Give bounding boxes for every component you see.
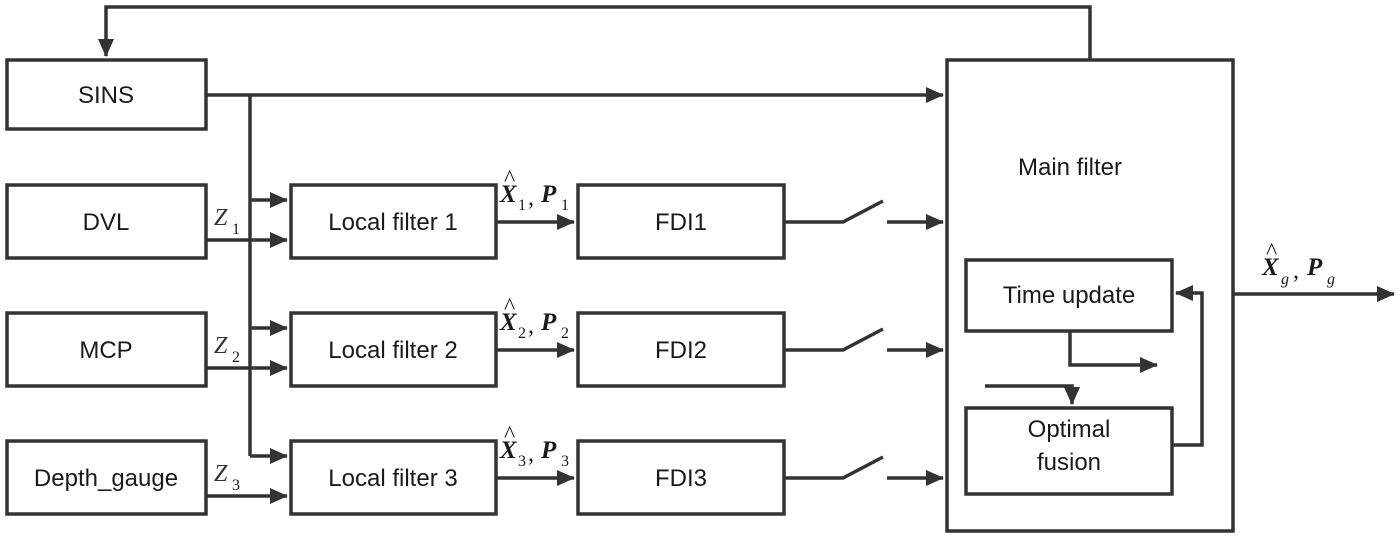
time-update-block: Time update [964, 258, 1174, 333]
switch-1 [784, 199, 944, 230]
svg-text:^: ^ [504, 294, 515, 320]
fdi1-label: FDI1 [655, 209, 707, 236]
fdi2-label: FDI2 [655, 337, 707, 364]
svg-text:Z: Z [214, 333, 228, 359]
svg-text:P: P [540, 309, 557, 336]
svg-text:^: ^ [504, 166, 515, 192]
feedback-wire [98, 5, 1092, 60]
optimal-fusion-label-line2: fusion [1037, 449, 1101, 476]
local-filter-1-label: Local filter 1 [328, 209, 457, 236]
local-filter-2-block: Local filter 2 [289, 311, 498, 388]
local-filter-2-label: Local filter 2 [328, 337, 457, 364]
mcp-block: MCP [5, 311, 208, 388]
svg-text:Z: Z [214, 205, 228, 231]
fdi1-block: FDI1 [576, 183, 786, 260]
time-update-out-wire [1068, 331, 1158, 373]
z3-label: Z 3 [214, 461, 240, 494]
optimal-fusion-block: Optimal fusion [964, 406, 1174, 496]
dvl-label: DVL [83, 209, 130, 236]
svg-text:1: 1 [232, 221, 240, 238]
estimate-2-label: X ^ 2 , P 2 [499, 294, 569, 342]
switch-3 [784, 455, 944, 486]
svg-text:g: g [1327, 271, 1335, 288]
svg-text:X: X [499, 181, 518, 208]
svg-text:X: X [499, 437, 518, 464]
svg-text:P: P [540, 437, 557, 464]
optimal-fusion-label-line1: Optimal [1028, 416, 1111, 443]
estimate-3-label: X ^ 3 , P 3 [499, 422, 569, 470]
svg-text:3: 3 [232, 477, 240, 494]
svg-text:P: P [540, 181, 557, 208]
switch-2 [784, 327, 944, 358]
svg-text:,: , [528, 185, 534, 211]
depth-gauge-label: Depth_gauge [34, 465, 178, 492]
svg-text:P: P [1306, 254, 1323, 281]
svg-text:X: X [499, 309, 518, 336]
svg-text:1: 1 [518, 197, 526, 214]
global-estimate-label: X ^ g , P g [1261, 239, 1335, 288]
svg-text:^: ^ [1266, 239, 1277, 265]
sins-block: SINS [5, 58, 208, 131]
z2-label: Z 2 [214, 333, 240, 366]
svg-text:2: 2 [232, 349, 240, 366]
estimate-1-label: X ^ 1 , P 1 [499, 166, 569, 214]
svg-text:,: , [528, 313, 534, 339]
fdi3-label: FDI3 [655, 465, 707, 492]
local-filter-1-block: Local filter 1 [289, 183, 498, 260]
sins-label: SINS [78, 82, 134, 109]
main-filter-label: Main filter [1018, 154, 1122, 181]
svg-text:2: 2 [518, 325, 526, 342]
mcp-label: MCP [79, 337, 132, 364]
local-filter-3-label: Local filter 3 [328, 465, 457, 492]
svg-text:3: 3 [518, 453, 526, 470]
fdi2-block: FDI2 [576, 311, 786, 388]
svg-text:2: 2 [561, 325, 569, 342]
depth-gauge-block: Depth_gauge [5, 439, 208, 516]
svg-text:Z: Z [214, 461, 228, 487]
local-filter-3-block: Local filter 3 [289, 439, 498, 516]
dvl-block: DVL [5, 183, 208, 260]
fusion-in-wire [985, 384, 1080, 405]
svg-text:,: , [528, 441, 534, 467]
svg-text:X: X [1261, 254, 1280, 281]
svg-text:g: g [1281, 271, 1289, 288]
svg-text:3: 3 [561, 453, 569, 470]
svg-text:,: , [1293, 258, 1299, 284]
time-update-label: Time update [1003, 282, 1136, 309]
fusion-to-time-update-wire [1172, 285, 1204, 447]
svg-text:1: 1 [561, 197, 569, 214]
z1-label: Z 1 [214, 205, 240, 238]
fdi3-block: FDI3 [576, 439, 786, 516]
svg-text:^: ^ [504, 422, 515, 448]
